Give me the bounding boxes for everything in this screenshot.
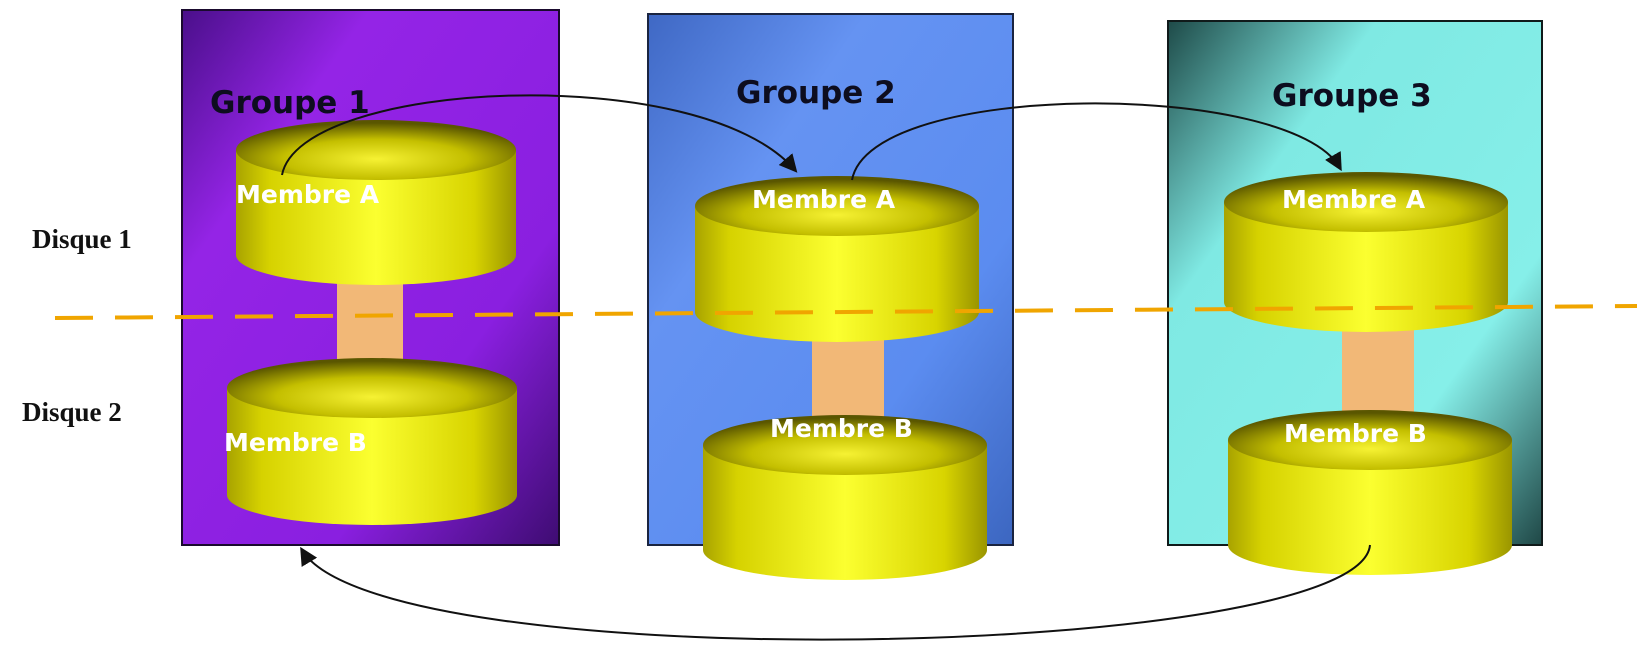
- group-3-title: Groupe 3: [1272, 78, 1432, 114]
- group-3-member-b-label: Membre B: [1284, 419, 1427, 448]
- arrow-group3-to-group1: [300, 544, 1371, 641]
- group-1-member-a-label: Membre A: [236, 180, 380, 209]
- group-2-member-b-cylinder: [703, 415, 987, 580]
- group-2-connector: [812, 330, 884, 425]
- group-1-member-b-cylinder: [227, 358, 517, 525]
- group-3-member-a-cylinder: [1224, 172, 1508, 332]
- group-3-member-a-label: Membre A: [1282, 185, 1426, 214]
- group-2-member-a-label: Membre A: [752, 185, 896, 214]
- group-2-title: Groupe 2: [736, 75, 896, 111]
- group-1-title: Groupe 1: [210, 85, 370, 121]
- group-3-connector: [1342, 330, 1414, 420]
- disk-1-label: Disque 1: [32, 224, 132, 254]
- group-2-member-a-cylinder: [695, 176, 979, 342]
- group-1-member-b-label: Membre B: [224, 428, 367, 457]
- group-2-member-b-label: Membre B: [770, 414, 913, 443]
- arrow-group2-to-group3: [851, 102, 1342, 181]
- disk-2-label: Disque 2: [22, 397, 122, 427]
- arrow-group1-to-group2: [281, 94, 798, 176]
- group-3-member-b-cylinder: [1228, 410, 1512, 575]
- group-1-connector: [337, 282, 403, 372]
- disk-divider-line: [54, 304, 1637, 320]
- group-1-member-a-cylinder: [236, 120, 516, 285]
